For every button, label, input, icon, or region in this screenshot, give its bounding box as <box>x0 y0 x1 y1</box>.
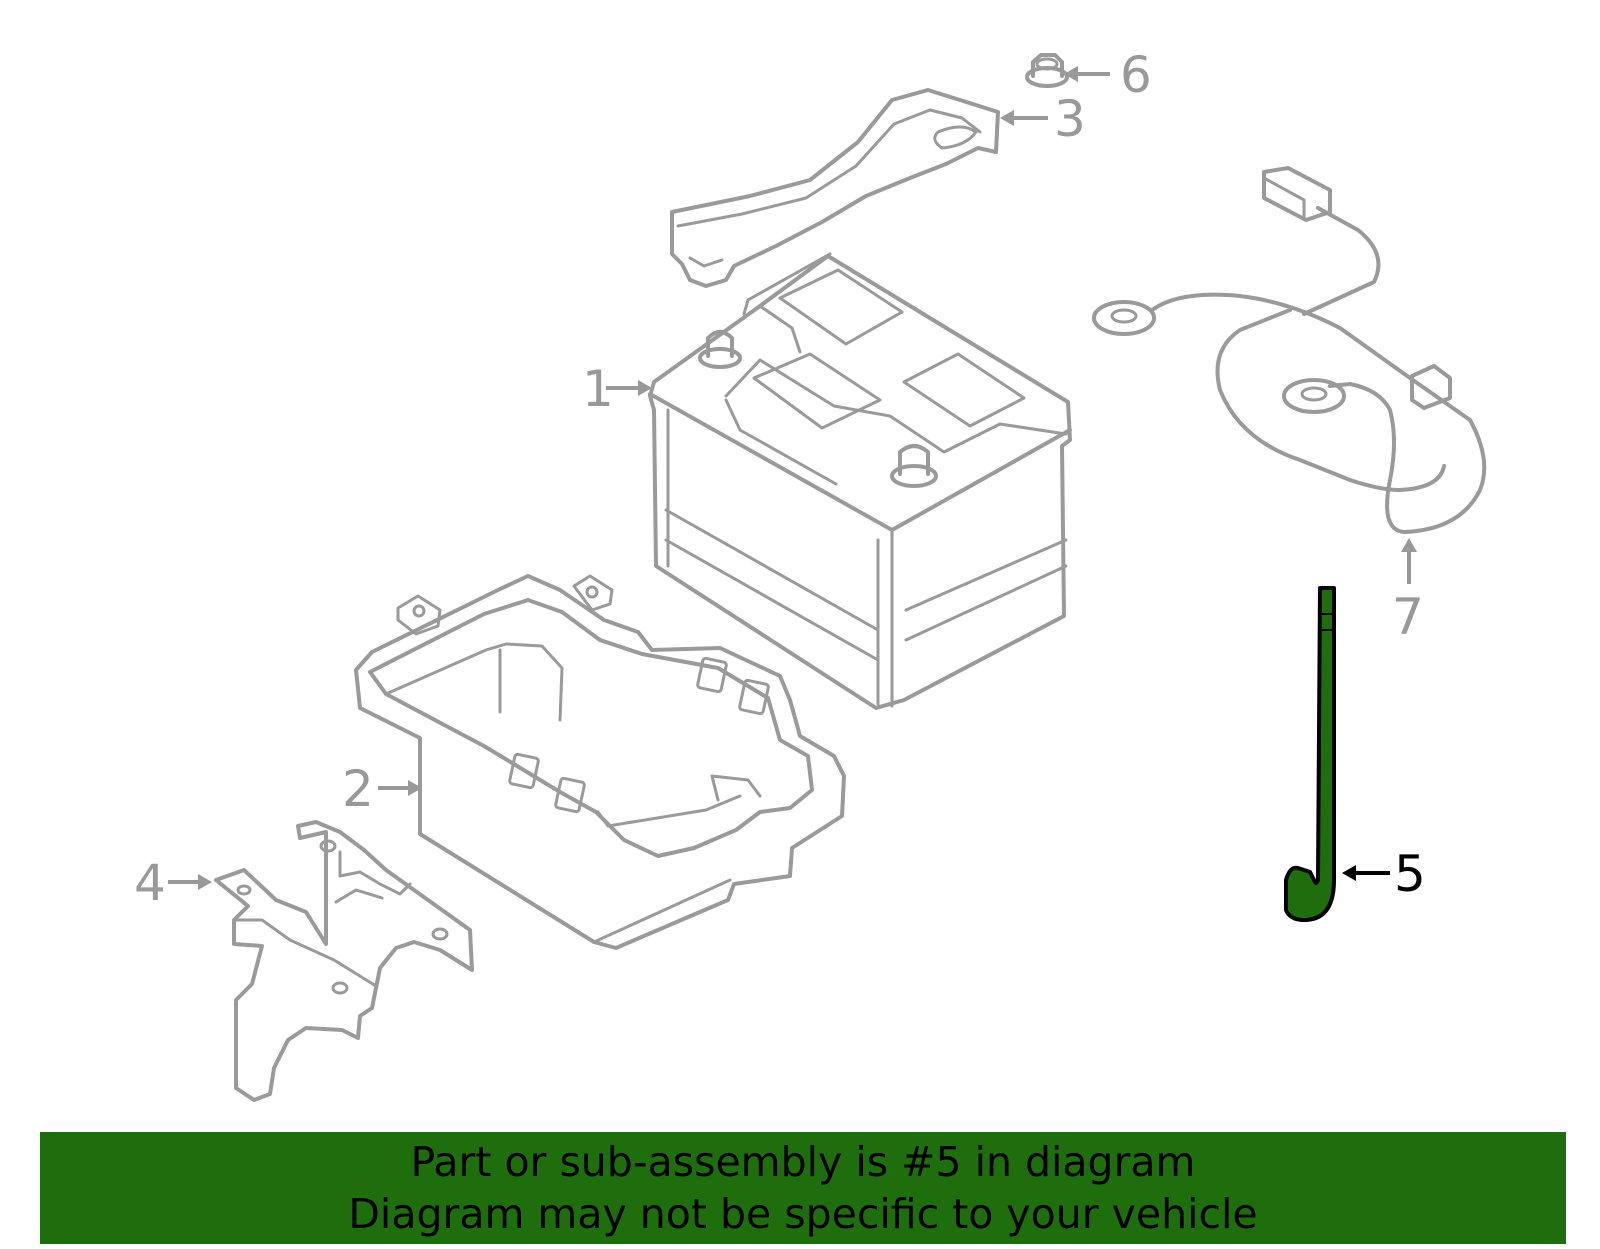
callout-arrows <box>168 66 1417 890</box>
callout-1: 1 <box>582 360 614 418</box>
rod-thread-marks <box>1322 613 1334 631</box>
part-6-nut <box>1025 53 1069 88</box>
callout-4: 4 <box>134 854 166 912</box>
callout-5: 5 <box>1394 845 1426 903</box>
callout-2: 2 <box>342 760 374 818</box>
part-3-hold-down-clamp <box>670 88 1000 288</box>
callout-7: 7 <box>1392 588 1424 646</box>
part-7-wiring-harness <box>1092 166 1487 534</box>
callout-6: 6 <box>1120 46 1152 104</box>
callout-3: 3 <box>1054 90 1086 148</box>
info-banner: Part or sub-assembly is #5 in diagram Di… <box>40 1132 1566 1244</box>
banner-line-2: Diagram may not be specific to your vehi… <box>348 1190 1258 1238</box>
part-5-hold-down-rod <box>1284 586 1336 922</box>
banner-line-1: Part or sub-assembly is #5 in diagram <box>410 1138 1196 1186</box>
part-2-battery-tray <box>354 574 846 950</box>
parts-diagram: 1 2 3 4 5 6 7 <box>134 46 1487 1102</box>
part-1-battery <box>648 252 1072 710</box>
part-4-bracket <box>214 820 474 1102</box>
